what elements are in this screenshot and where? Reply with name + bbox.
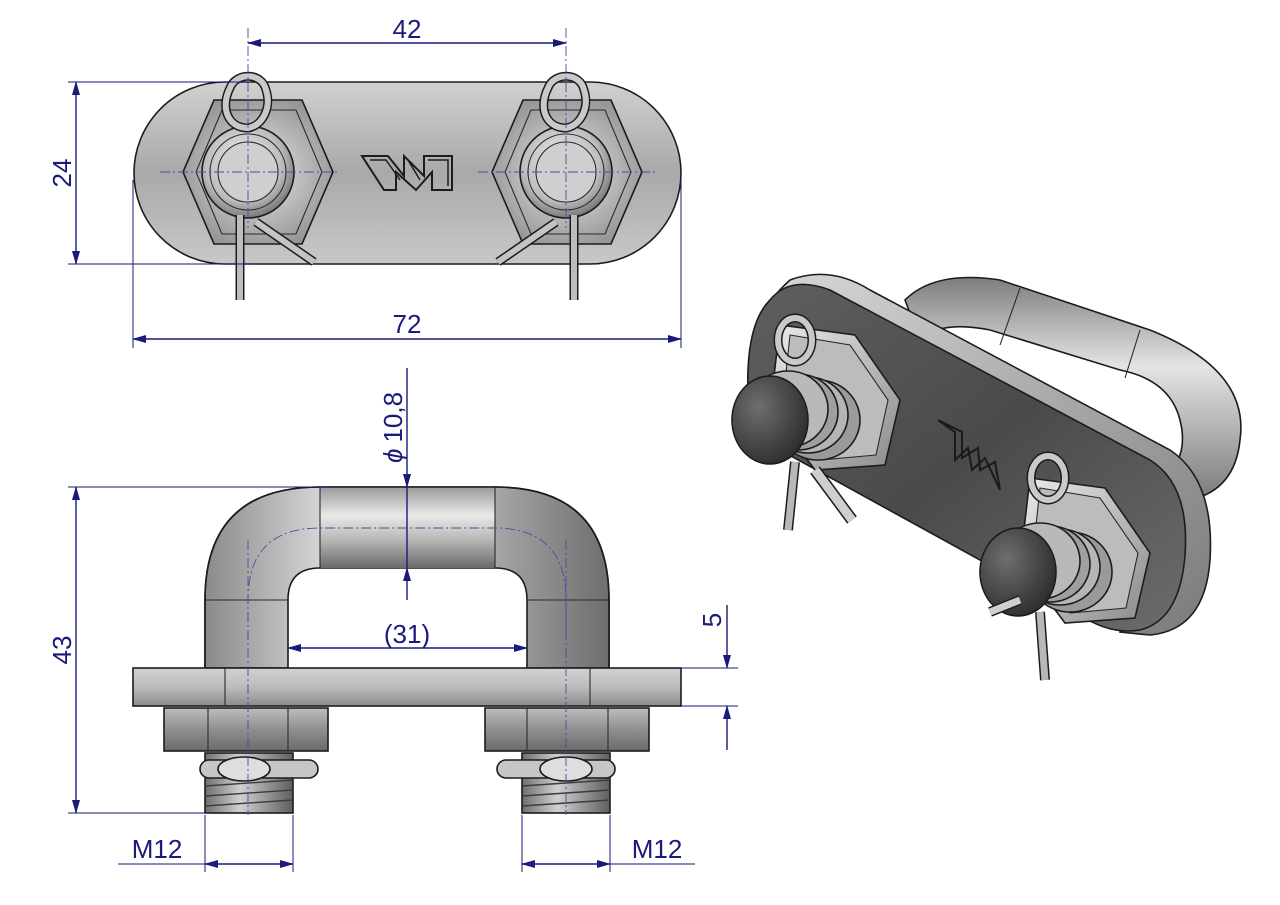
dimension-m12-left: M12 bbox=[118, 815, 294, 872]
isometric-spring-left bbox=[731, 370, 861, 465]
dimension-42: 42 bbox=[247, 14, 567, 47]
front-view-plate bbox=[132, 667, 682, 707]
top-view-clip-right bbox=[495, 71, 591, 300]
dimension-label: M12 bbox=[132, 834, 183, 864]
front-view-bolt-right bbox=[484, 707, 650, 814]
center-line bbox=[247, 527, 567, 640]
dimension-m12-right: M12 bbox=[521, 815, 695, 872]
dimension-24: 24 bbox=[47, 81, 250, 265]
top-view bbox=[133, 28, 682, 300]
dimension-5: 5 bbox=[681, 605, 738, 750]
dimension-label: 42 bbox=[393, 14, 422, 44]
dimension-label: 72 bbox=[393, 309, 422, 339]
svg-text:ϕ10,8: ϕ 10,8 bbox=[378, 392, 408, 463]
isometric-w-logo-icon bbox=[937, 419, 1001, 491]
dimension-label: (31) bbox=[384, 619, 430, 649]
diameter-value: 10,8 bbox=[378, 392, 408, 443]
dimension-diameter: ϕ 10,8 bbox=[378, 368, 411, 600]
isometric-clip-left bbox=[773, 313, 857, 531]
w-logo-icon bbox=[360, 153, 453, 192]
dimension-31: (31) bbox=[287, 619, 528, 652]
front-view-bolt-left bbox=[163, 707, 329, 814]
isometric-clip-right bbox=[988, 451, 1070, 681]
dimension-43: 43 bbox=[47, 486, 330, 814]
dimension-label: 24 bbox=[47, 159, 77, 188]
isometric-spring-right bbox=[979, 522, 1113, 617]
dimension-label: M12 bbox=[632, 834, 683, 864]
dimension-72: 72 bbox=[132, 180, 682, 348]
isometric-view bbox=[731, 273, 1242, 681]
dimension-label: 5 bbox=[697, 613, 727, 627]
top-view-clip-left bbox=[221, 71, 317, 300]
top-view-nut-right bbox=[491, 99, 643, 245]
dimension-label: 43 bbox=[47, 636, 77, 665]
diameter-symbol: ϕ bbox=[378, 449, 408, 463]
